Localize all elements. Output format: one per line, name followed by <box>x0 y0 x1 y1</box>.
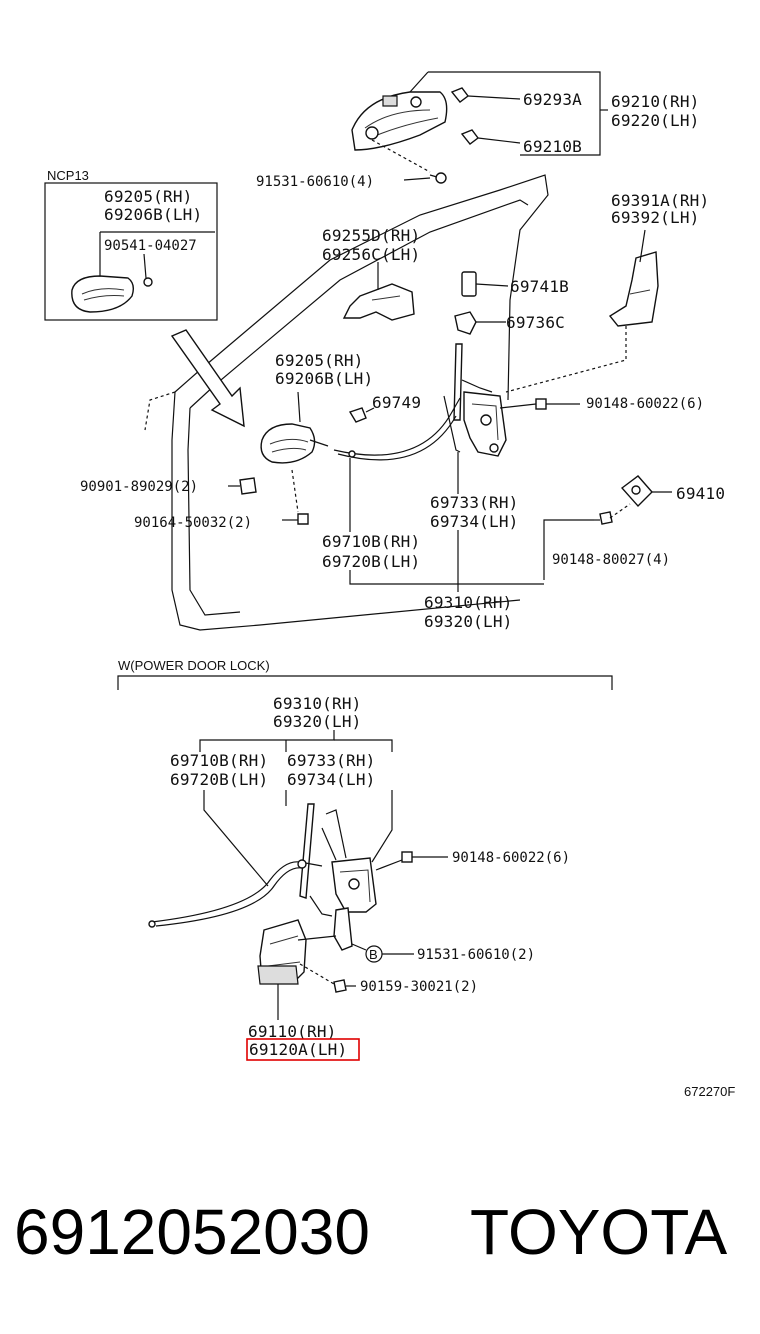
label-69741b: 69741B <box>510 277 569 296</box>
label-69733rh: 69733(RH) <box>430 493 519 512</box>
label-69749: 69749 <box>372 393 421 412</box>
label-diagram-code: 672270F <box>684 1084 735 1099</box>
lower-callouts <box>199 730 393 887</box>
label-w-90159: 90159-30021(2) <box>360 979 478 995</box>
label-w-69734lh: 69734(LH) <box>287 770 376 789</box>
actuator-69120a <box>257 919 337 1020</box>
label-b-marker: B <box>369 947 378 962</box>
bolt-90901 <box>228 477 257 495</box>
latch-assembly-lower <box>299 803 448 951</box>
label-69210rh: 69210(RH) <box>611 92 700 111</box>
marker-b <box>351 943 414 963</box>
callouts-mid <box>349 452 544 592</box>
cable-lower <box>148 859 333 928</box>
label-w-69710brh: 69710B(RH) <box>170 751 268 770</box>
screw-90164 <box>282 469 309 525</box>
label-69310rh: 69310(RH) <box>424 593 513 612</box>
label-69206blh: 69206B(LH) <box>275 369 373 388</box>
label-69392: 69392(LH) <box>611 208 700 227</box>
label-69736c: 69736C <box>506 313 565 332</box>
screw-90159 <box>333 979 356 993</box>
label-69720blh: 69720B(LH) <box>322 552 420 571</box>
label-ncp-69206blh: 69206B(LH) <box>104 205 202 224</box>
label-90164: 90164-50032(2) <box>134 515 252 531</box>
label-ncp-69205rh: 69205(RH) <box>104 187 193 206</box>
power-lock-bracket <box>117 675 613 690</box>
label-w-69110rh: 69110(RH) <box>248 1022 337 1041</box>
label-90901: 90901-89029(2) <box>80 479 198 495</box>
label-69256c: 69256C(LH) <box>322 245 420 264</box>
pointer-arrow <box>170 329 245 428</box>
highlight-box-69120a <box>246 1038 360 1061</box>
label-w-69120alh: 69120A(LH) <box>249 1040 347 1059</box>
label-69391a: 69391A(RH) <box>611 191 709 210</box>
outside-handle-part <box>351 91 448 151</box>
striker-69410 <box>543 475 672 580</box>
label-69734lh: 69734(LH) <box>430 512 519 531</box>
latch-assembly-upper <box>443 343 580 457</box>
label-power-door-lock: W(POWER DOOR LOCK) <box>118 658 270 673</box>
footer: 6912052030 TOYOTA <box>14 1196 728 1268</box>
inside-handle-69205 <box>260 391 329 464</box>
label-ncp13: NCP13 <box>47 168 89 183</box>
clip-69749 <box>348 407 375 423</box>
screw-69210b <box>460 129 479 145</box>
label-w-91531: 91531-60610(2) <box>417 947 535 963</box>
label-w-69310rh: 69310(RH) <box>273 694 362 713</box>
cable-upper <box>333 397 461 461</box>
part-69736c <box>454 311 506 335</box>
label-w-69720blh: 69720B(LH) <box>170 770 268 789</box>
label-69255d: 69255D(RH) <box>322 226 420 245</box>
label-69320lh: 69320(LH) <box>424 612 513 631</box>
label-69220lh: 69220(LH) <box>611 111 700 130</box>
ncp13-inset <box>44 182 218 321</box>
label-69410: 69410 <box>676 484 725 503</box>
part-69741b <box>461 271 509 297</box>
bolt-91531-top <box>429 172 447 184</box>
label-69293a: 69293A <box>523 90 582 109</box>
callouts-top <box>371 71 608 181</box>
footer-brand: TOYOTA <box>470 1196 728 1268</box>
bracket-69255d <box>342 262 415 321</box>
label-69710brh: 69710B(RH) <box>322 532 420 551</box>
label-w-69733rh: 69733(RH) <box>287 751 376 770</box>
label-90148-80027: 90148-80027(4) <box>552 552 670 568</box>
label-w-69320lh: 69320(LH) <box>273 712 362 731</box>
label-90148-60022: 90148-60022(6) <box>586 396 704 412</box>
labels: 69293A 69210(RH) 69220(LH) 69210B 91531-… <box>47 90 735 1099</box>
footer-part-number: 6912052030 <box>14 1196 370 1268</box>
clip-69293a <box>450 87 469 103</box>
label-91531-60610-4: 91531-60610(4) <box>256 174 374 190</box>
label-ncp-90541: 90541-04027 <box>104 238 197 254</box>
label-69205rh: 69205(RH) <box>275 351 364 370</box>
bracket-69391a <box>505 229 659 393</box>
label-69210b: 69210B <box>523 137 582 156</box>
label-w-90148-60022: 90148-60022(6) <box>452 850 570 866</box>
